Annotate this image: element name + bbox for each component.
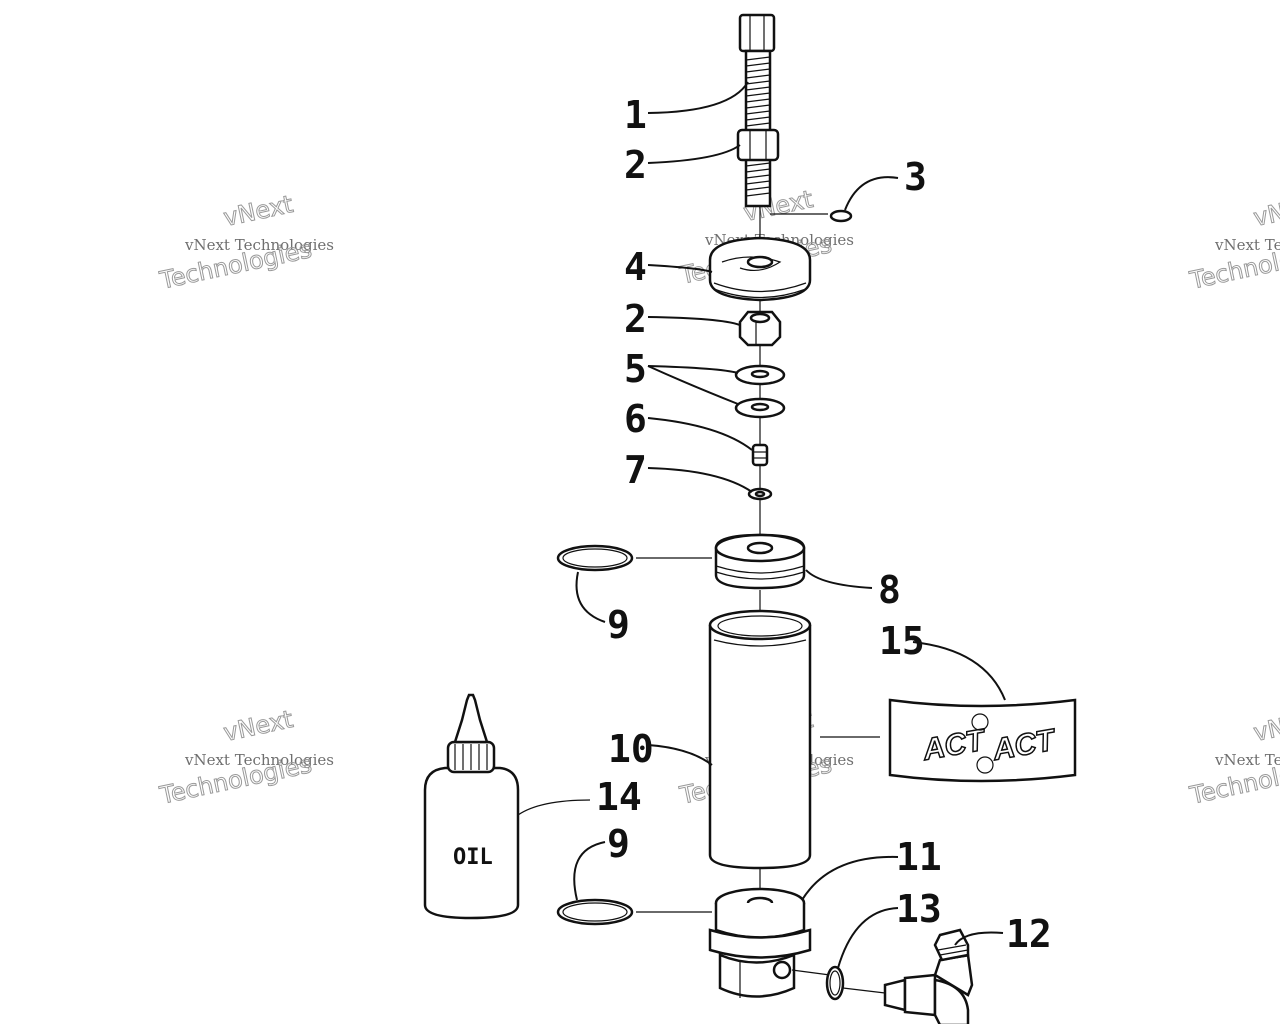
callouts: 1 2 3 4 2 5 6 7 8 9 15 10 14 9 11 13 12: [596, 93, 1052, 956]
bolt-part-1: [738, 13, 776, 208]
callout-7: 7: [624, 448, 647, 492]
watermark: vNext vNext Technologies Technologies: [1186, 190, 1280, 296]
callout-9-upper: 9: [607, 603, 630, 647]
piston-part-8: [714, 533, 806, 590]
callout-11: 11: [896, 835, 942, 879]
watermark: vNext vNext Technologies Technologies: [156, 190, 334, 296]
callout-6: 6: [624, 397, 647, 441]
svg-text:vNext Technologies: vNext Technologies: [184, 751, 334, 769]
svg-text:vNext: vNext: [221, 190, 295, 232]
oil-bottle-part-14: OIL: [423, 693, 591, 920]
watermark: vNext vNext Technologies Technologies: [1186, 705, 1280, 811]
svg-text:vNext Technologies: vNext Technologies: [1214, 236, 1280, 254]
svg-text:vNext: vNext: [1251, 705, 1280, 747]
washers-part-5: [734, 364, 786, 419]
svg-text:OIL: OIL: [453, 845, 493, 870]
o-ring-part-9-lower: [556, 898, 712, 926]
clip-part-3: [770, 209, 853, 223]
callout-8: 8: [878, 568, 901, 612]
washer-part-7: [747, 487, 773, 501]
callout-3: 3: [904, 155, 927, 199]
callout-2-upper: 2: [624, 143, 647, 187]
callout-2-lower: 2: [624, 297, 647, 341]
svg-text:vNext Technologies: vNext Technologies: [184, 236, 334, 254]
valve-part-6: [751, 443, 769, 467]
o-ring-part-13: [825, 965, 886, 1001]
nut-part-2-upper: [736, 128, 780, 162]
o-ring-part-9-upper: [556, 544, 712, 572]
callout-1: 1: [624, 93, 647, 137]
cylinder-part-10: [708, 609, 812, 870]
callout-9-lower: 9: [607, 822, 630, 866]
callout-5: 5: [624, 347, 647, 391]
end-fitting-part-11: [708, 887, 831, 998]
decal-part-15: ACT ACT: [820, 698, 1077, 783]
svg-text:vNext: vNext: [221, 705, 295, 747]
leader-lines: [573, 81, 1006, 969]
callout-15: 15: [879, 619, 925, 663]
cap-part-4: [708, 236, 812, 302]
callout-14: 14: [596, 775, 642, 819]
callout-12: 12: [1006, 912, 1052, 956]
watermark: vNext vNext Technologies Technologies: [156, 705, 334, 811]
callout-10: 10: [608, 727, 654, 771]
svg-text:vNext Technologies: vNext Technologies: [1214, 751, 1280, 769]
nut-part-2-lower: [738, 310, 782, 347]
elbow-fitting-part-12: [883, 928, 974, 1027]
callout-13: 13: [896, 887, 942, 931]
callout-4: 4: [624, 245, 647, 289]
svg-text:vNext: vNext: [1251, 190, 1280, 232]
